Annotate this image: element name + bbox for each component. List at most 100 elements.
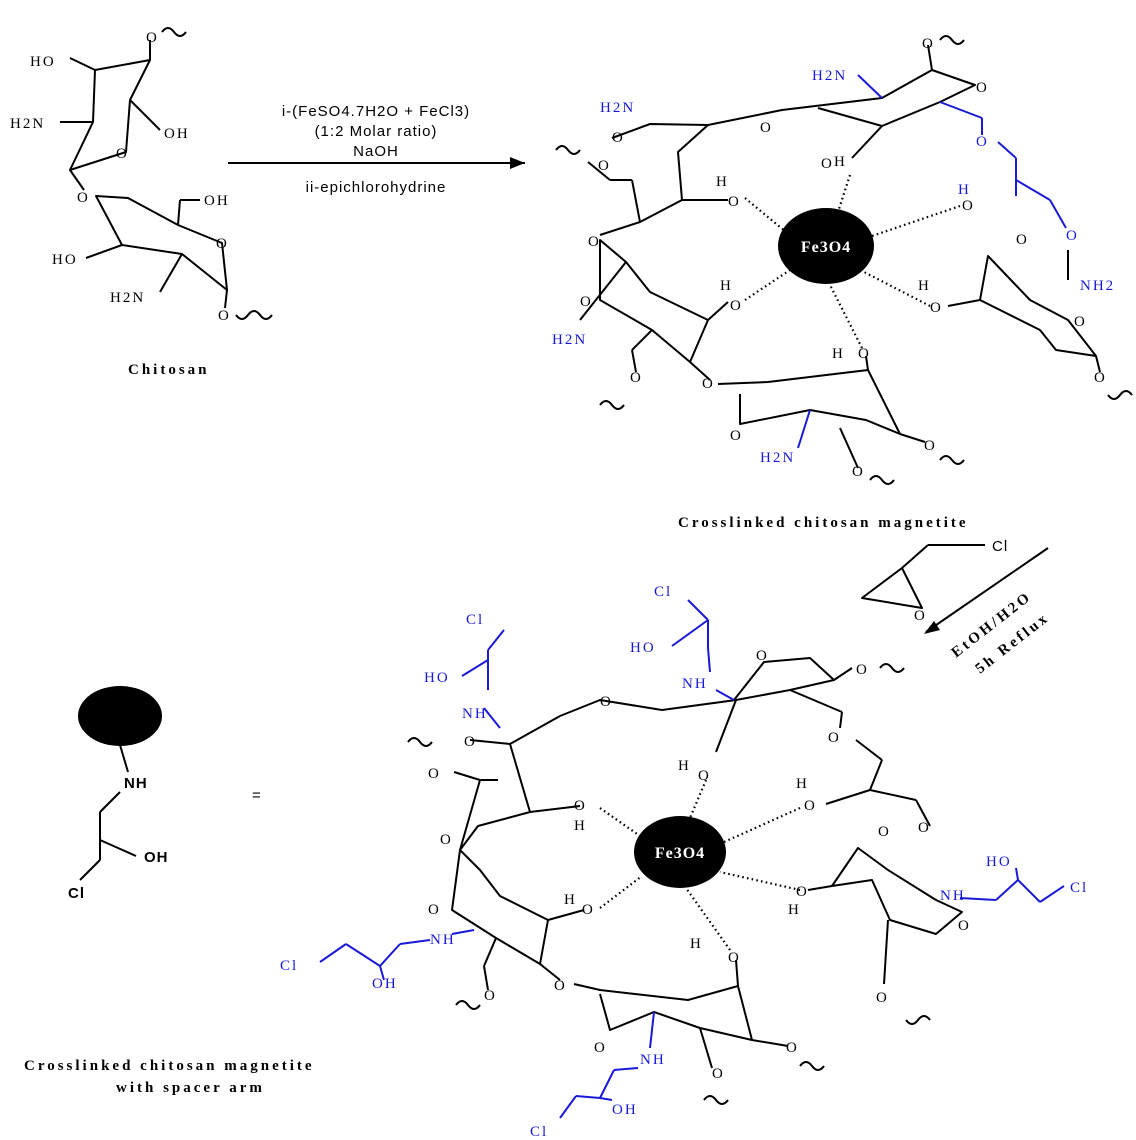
atom-o: O — [728, 194, 741, 210]
atom-oh: O — [821, 156, 834, 172]
atom-h2n: H2N — [10, 116, 45, 132]
atom-o: O — [588, 234, 601, 250]
atom-o: O — [914, 608, 927, 624]
ring-left — [611, 123, 709, 223]
bond — [995, 879, 1019, 901]
ring-right — [831, 847, 963, 935]
hash-bond — [744, 269, 791, 301]
bond — [1015, 179, 1051, 201]
atom-h2n: H2N — [812, 68, 847, 84]
atom-h: H — [720, 278, 733, 294]
atom-o: O — [698, 768, 711, 784]
atom-o: O — [1074, 314, 1087, 330]
bond — [379, 965, 385, 981]
fe3o4-label: Fe3O4 — [655, 845, 705, 862]
atom-oh: OH — [164, 126, 190, 142]
bond — [851, 125, 883, 159]
atom-cl: Cl — [530, 1124, 548, 1140]
atom-cl: Cl — [992, 538, 1008, 555]
bond — [707, 647, 711, 673]
bond — [797, 409, 811, 449]
bond — [865, 355, 869, 371]
bond — [529, 805, 581, 813]
atom-nh: NH — [462, 706, 488, 722]
bond — [735, 959, 739, 987]
bond — [547, 909, 585, 921]
atom-o: O — [218, 308, 231, 324]
bond — [707, 301, 729, 321]
atom-o: O — [630, 370, 643, 386]
atom-o: O — [77, 190, 90, 206]
atom-h: H — [918, 278, 931, 294]
hash-bond — [688, 779, 708, 819]
wavy-bond — [407, 737, 433, 747]
bond — [899, 433, 926, 443]
atom-h: H — [678, 758, 691, 774]
hash-bond — [599, 875, 643, 909]
arrow-head — [924, 621, 940, 634]
bond — [483, 965, 489, 991]
wavy-bond — [161, 27, 187, 37]
atom-nh: NH — [682, 676, 708, 692]
atom-h2n: H2N — [600, 100, 635, 116]
spacer-arm-magnetite-structure: Fe3O4 O O O O O O H H O Cl HO — [280, 584, 1086, 1140]
reagent-line-4: ii-epichlorohydrine — [306, 179, 447, 196]
atom-o: O — [976, 80, 989, 96]
atom-ho: HO — [986, 854, 1012, 870]
atom-o: O — [976, 134, 989, 150]
bond — [947, 299, 981, 307]
ring-lower-left — [599, 239, 709, 363]
atom-h: H — [796, 776, 809, 792]
bond — [177, 199, 181, 226]
atom-o: O — [554, 978, 567, 994]
bond — [869, 789, 917, 801]
caption-crosslinked: Crosslinked chitosan magnetite — [678, 515, 969, 531]
bond — [869, 759, 883, 791]
atom-o: O — [428, 902, 441, 918]
atom-cl: Cl — [280, 958, 298, 974]
atom-h2n: H2N — [110, 290, 145, 306]
bond — [825, 789, 871, 805]
bond — [69, 169, 85, 191]
wavy-bond — [599, 400, 625, 410]
atom-o: O — [600, 694, 613, 710]
atom-o: O — [728, 950, 741, 966]
atom-o: O — [594, 1040, 607, 1056]
atom-o: O — [1094, 370, 1107, 386]
reagent-line-1: i-(FeSO4.7H2O + FeCl3) — [282, 103, 470, 120]
atom-o: O — [580, 294, 593, 310]
atom-o: O — [598, 158, 611, 174]
bond — [579, 261, 627, 321]
atom-o: O — [876, 990, 889, 1006]
bond — [1039, 885, 1065, 903]
atom-nh: NH — [430, 932, 456, 948]
hash-bond — [829, 284, 863, 349]
atom-cl: Cl — [68, 885, 85, 902]
atom-h2n: H2N — [552, 332, 587, 348]
reaction-arrow-step2 — [924, 547, 1049, 634]
fe3o4-core — [778, 208, 874, 284]
hash-bond — [685, 887, 731, 951]
atom-oh: OH — [204, 193, 230, 209]
bond — [699, 1027, 713, 1069]
wavy-bond — [703, 1095, 729, 1105]
bond — [319, 943, 347, 963]
bond — [99, 791, 121, 813]
reagent-line-2: (1:2 Molar ratio) — [315, 123, 438, 140]
atom-o: O — [1066, 228, 1079, 244]
atom-o: O — [958, 918, 971, 934]
fe3o4-core — [634, 816, 726, 888]
bond — [715, 689, 735, 701]
atom-h: H — [690, 936, 703, 952]
bond — [857, 74, 883, 99]
reagent-line-3: NaOH — [353, 143, 399, 160]
bond — [901, 544, 929, 569]
atom-cl: Cl — [654, 584, 672, 600]
legend-core — [78, 686, 162, 746]
hash-bond — [723, 806, 801, 844]
bond — [939, 101, 983, 119]
ring-bottom — [717, 369, 901, 435]
bond — [539, 963, 561, 981]
wavy-bond — [1107, 390, 1133, 400]
ring-top — [707, 69, 976, 127]
